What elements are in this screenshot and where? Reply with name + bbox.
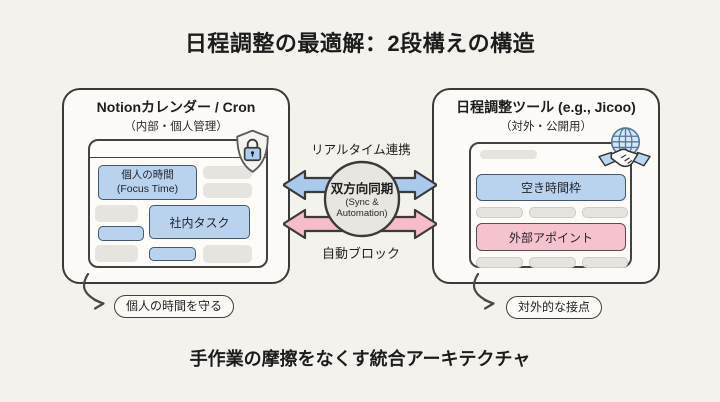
slot-placeholder bbox=[529, 257, 576, 268]
left-panel-subtitle: （内部・個人管理） bbox=[124, 121, 228, 133]
calendar-mockup: 個人の時間 (Focus Time) 社内タスク bbox=[88, 139, 268, 268]
slot-placeholder bbox=[476, 207, 523, 218]
toolbox-header-bar bbox=[480, 150, 537, 159]
left-outcome-label: 個人の時間を守る bbox=[114, 295, 235, 318]
calendar-placeholder-block bbox=[203, 183, 252, 198]
right-panel-subtitle: （対外・公開用） bbox=[500, 121, 592, 133]
notion-calendar-panel: Notionカレンダー / Cron （内部・個人管理） 個人の時間 (Focu… bbox=[62, 88, 290, 284]
calendar-placeholder-block bbox=[95, 205, 138, 222]
slot-placeholder bbox=[582, 207, 628, 218]
shield-lock-icon bbox=[236, 129, 269, 173]
availability-slot-block: 空き時間枠 bbox=[476, 174, 626, 201]
calendar-placeholder-block bbox=[203, 245, 252, 263]
calendar-placeholder-block bbox=[203, 166, 252, 179]
globe-handshake-icon bbox=[598, 127, 651, 168]
slot-placeholder bbox=[582, 257, 628, 268]
internal-task-block: 社内タスク bbox=[149, 205, 250, 239]
slot-placeholder bbox=[529, 207, 576, 218]
calendar-event-block bbox=[98, 226, 144, 241]
page-title: 日程調整の最適解：2段構えの構造 bbox=[184, 31, 536, 56]
realtime-sync-label: リアルタイム連携 bbox=[311, 143, 411, 157]
curved-arrow-icon bbox=[82, 273, 105, 310]
right-outcome-label: 対外的な接点 bbox=[506, 296, 603, 319]
curved-arrow-icon bbox=[472, 273, 495, 310]
hub-subtitle-line1: (Sync & bbox=[345, 197, 379, 208]
bottom-caption: 手作業の摩擦をなくす統合アーキテクチャ bbox=[189, 349, 531, 369]
slot-placeholder bbox=[476, 257, 523, 268]
hub-title: 双方向同期 bbox=[330, 182, 394, 196]
calendar-event-block bbox=[149, 247, 196, 261]
calendar-placeholder-block bbox=[95, 245, 138, 262]
scheduling-tool-panel: 日程調整ツール (e.g., Jicoo) （対外・公開用） 空き時間枠 外部ア… bbox=[432, 88, 660, 284]
focus-time-block: 個人の時間 (Focus Time) bbox=[98, 165, 197, 200]
hub-subtitle-line2: Automation) bbox=[336, 208, 388, 220]
auto-block-label: 自動ブロック bbox=[321, 246, 400, 261]
sync-hub-text: 双方向同期 (Sync & Automation) bbox=[322, 178, 402, 220]
right-panel-title: 日程調整ツール (e.g., Jicoo) bbox=[456, 99, 636, 115]
focus-time-label-line2: (Focus Time) bbox=[116, 182, 179, 195]
focus-time-label-line1: 個人の時間 bbox=[121, 169, 174, 182]
external-appointment-block: 外部アポイント bbox=[476, 223, 626, 251]
sync-hub-circle bbox=[323, 160, 401, 238]
left-panel-title: Notionカレンダー / Cron bbox=[96, 99, 256, 115]
sync-arrows-graphic bbox=[283, 160, 437, 240]
calendar-header-row bbox=[90, 141, 266, 158]
